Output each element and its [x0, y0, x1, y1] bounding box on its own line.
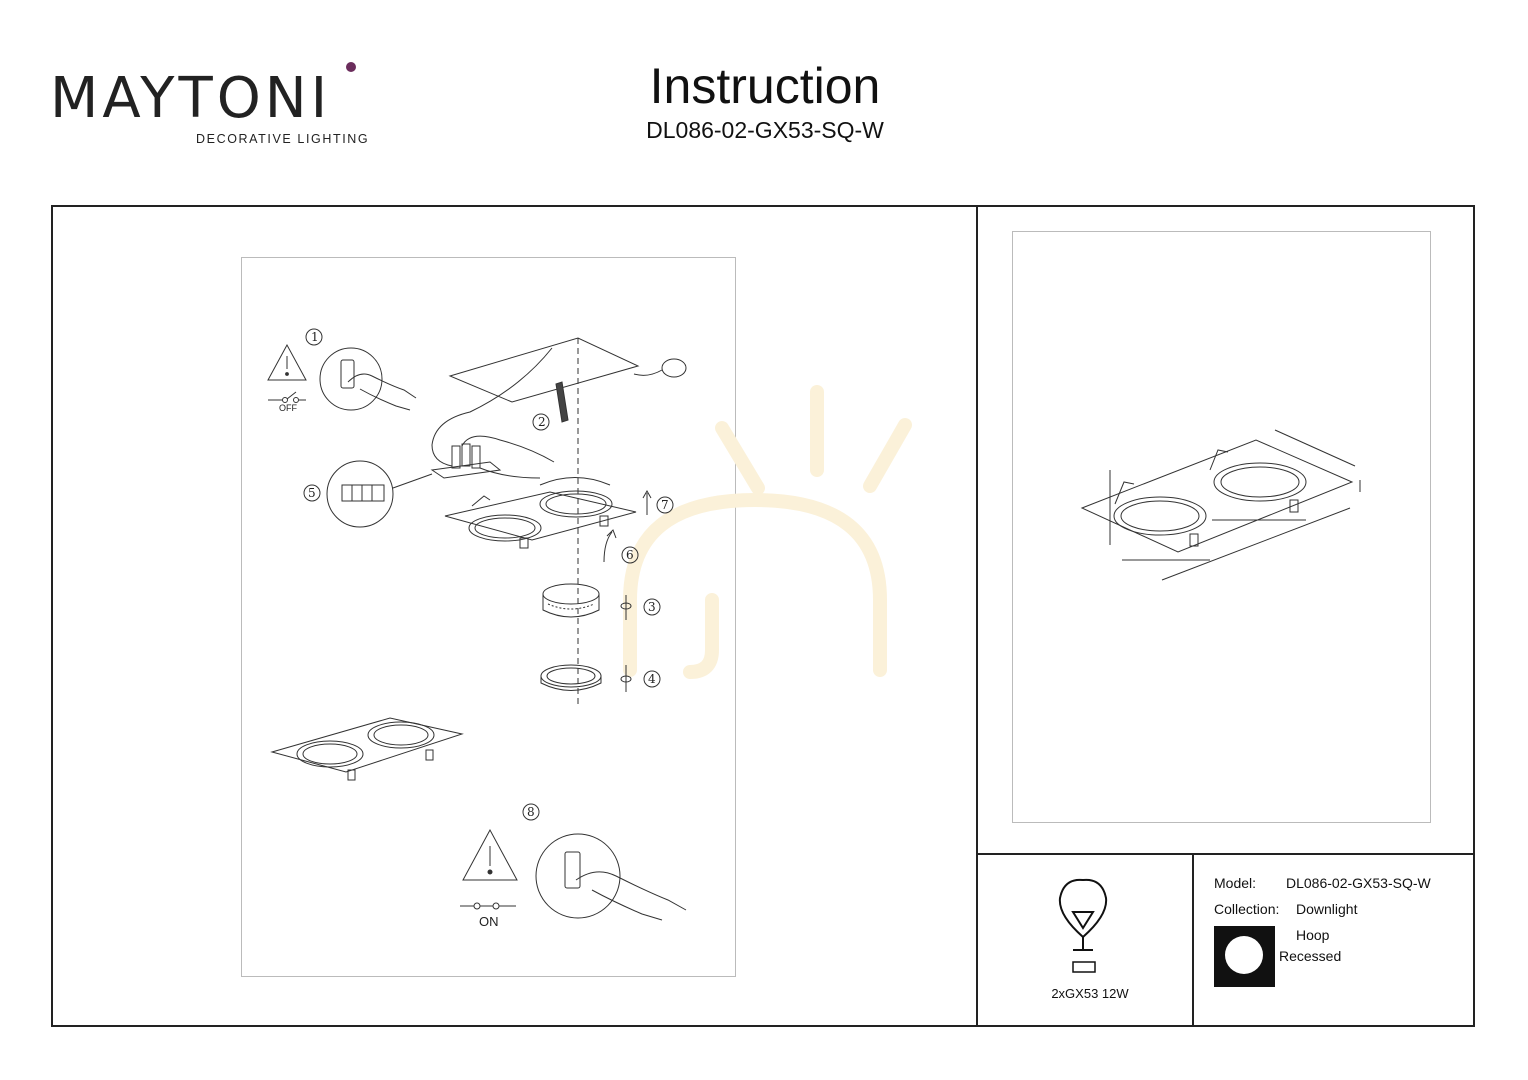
- collection-label: Collection:: [1214, 901, 1280, 917]
- brand-logo: MAYTONI DECORATIVE LIGHTING: [50, 58, 380, 153]
- step-number-5: 5: [308, 486, 316, 500]
- step-number-4: 4: [648, 672, 656, 686]
- page-title: Instruction: [649, 58, 881, 114]
- arrow-up-icon: [642, 489, 652, 515]
- lightbulb-icon: [1058, 878, 1108, 973]
- type-hoop: Hoop: [1296, 927, 1330, 943]
- switch-on-icon: [460, 902, 516, 910]
- gx53-lamp-icon: [542, 583, 600, 618]
- horizontal-divider: [976, 853, 1475, 855]
- step-number-8: 8: [527, 805, 535, 819]
- content-frame: [51, 205, 1475, 1027]
- ceiling-panel-icon: [431, 337, 687, 705]
- watermark-icon: [623, 385, 912, 679]
- hand-switch-icon: [319, 347, 417, 411]
- model-value: DL086-02-GX53-SQ-W: [1286, 875, 1431, 891]
- brand-name: MAYTONI: [50, 66, 332, 131]
- installation-diagram-panel: [241, 257, 736, 977]
- recessed-mount-icon: [1214, 926, 1275, 987]
- brand-logo-dot: [346, 62, 356, 72]
- arrow-curved-icon: [603, 529, 617, 563]
- rotate-icon: [620, 595, 632, 620]
- step-number-7: 7: [661, 498, 669, 512]
- brand-tagline: DECORATIVE LIGHTING: [196, 132, 370, 146]
- switch-on-label: ON: [479, 914, 499, 929]
- saw-icon: [555, 381, 569, 423]
- step-number-6: 6: [626, 548, 634, 562]
- warning-icon: [267, 343, 307, 381]
- switch-off-label: OFF: [279, 403, 297, 413]
- vertical-divider: [976, 205, 978, 1027]
- dimension-drawing-panel: [1012, 231, 1431, 823]
- dimension-drawing-icon: [1080, 429, 1361, 581]
- lamp-ring-icon: [540, 664, 602, 691]
- step-number-2: 2: [538, 415, 546, 429]
- model-code: DL086-02-GX53-SQ-W: [646, 117, 884, 143]
- connector-detail-icon: [326, 460, 433, 528]
- hand-switch-on-icon: [535, 833, 687, 921]
- downlight-frame-icon: [444, 477, 637, 549]
- collection-value: Downlight: [1296, 901, 1358, 917]
- assembled-downlight-icon: [270, 717, 464, 781]
- step-number-3: 3: [648, 600, 656, 614]
- step-number-1: 1: [311, 330, 319, 344]
- type-recessed: Recessed: [1279, 948, 1342, 964]
- junction-box-icon: [430, 443, 541, 479]
- spec-divider: [1192, 853, 1194, 1027]
- power-label: 2xGX53 12W: [1051, 986, 1129, 1001]
- warning-icon-2: [462, 828, 518, 881]
- switch-off-icon: [268, 391, 306, 403]
- model-label: Model:: [1214, 875, 1257, 891]
- rotate-icon-2: [620, 665, 632, 692]
